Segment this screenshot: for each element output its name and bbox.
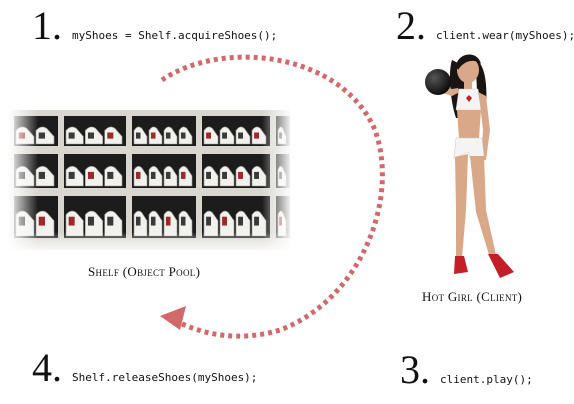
cycle-arrow-head bbox=[160, 306, 186, 330]
step-2-code: client.wear(myShoes); bbox=[436, 29, 574, 42]
bowling-shoe-stripe bbox=[238, 216, 243, 226]
step-3-code: client.play(); bbox=[440, 373, 533, 386]
step-3: 3. client.play(); bbox=[400, 350, 533, 390]
bowling-shoe-stripe bbox=[206, 132, 211, 139]
bowling-shoe-stripe bbox=[254, 216, 259, 226]
bowling-shoe-stripe bbox=[107, 171, 114, 179]
bowling-shoe-stripe bbox=[165, 132, 171, 139]
step-1-number: 1. bbox=[32, 3, 62, 48]
bowling-shoe-stripe bbox=[165, 171, 171, 179]
step-1-code: myShoes = Shelf.acquireShoes(); bbox=[72, 29, 278, 42]
cycle-arrow bbox=[160, 54, 385, 339]
client-caption: Hot Girl (Client) bbox=[422, 289, 523, 304]
bowling-shoe-stripe bbox=[38, 171, 45, 179]
step-3-number: 3. bbox=[400, 347, 430, 392]
bowling-shoe-stripe bbox=[254, 132, 259, 139]
bowling-shoe-stripe bbox=[135, 132, 141, 139]
bowling-shoe-stripe bbox=[68, 171, 75, 179]
bowling-shoe-stripe bbox=[222, 171, 227, 179]
step-4-code: Shelf.releaseShoes(myShoes); bbox=[72, 371, 258, 384]
bowling-shoe bbox=[104, 166, 123, 187]
bowling-shoe-stripe bbox=[180, 132, 186, 139]
bowling-shoe-stripe bbox=[38, 132, 45, 139]
bowling-shoe-stripe bbox=[222, 216, 227, 226]
step-2-number: 2. bbox=[396, 3, 426, 48]
bowling-shoe-stripe bbox=[87, 171, 94, 179]
bowling-shoe bbox=[85, 166, 103, 187]
bowling-shoe-stripe bbox=[206, 216, 211, 226]
bowling-shoe-stripe bbox=[107, 216, 114, 226]
bowling-shoe-stripe bbox=[68, 132, 75, 139]
bowling-shoe-stripe bbox=[254, 171, 259, 179]
bowling-shoe-stripe bbox=[238, 171, 243, 179]
bowling-shoe-stripe bbox=[135, 171, 141, 179]
bowling-shoe-stripe bbox=[150, 216, 156, 226]
bowling-shoe-stripe bbox=[107, 132, 114, 139]
step-4-number: 4. bbox=[32, 345, 62, 390]
bowling-shoe-stripe bbox=[180, 171, 186, 179]
step-2: 2. client.wear(myShoes); bbox=[396, 6, 574, 46]
bowling-shoe bbox=[85, 126, 103, 145]
bowling-shoe-stripe bbox=[135, 216, 141, 226]
bowling-shoe bbox=[104, 126, 123, 145]
shoe-shelf-image bbox=[8, 108, 292, 254]
bowling-shoe-stripe bbox=[68, 216, 75, 226]
shelf-caption: Shelf (Object Pool) bbox=[88, 264, 201, 279]
bowling-shoe-stripe bbox=[206, 171, 211, 179]
bowling-shoe-stripe bbox=[222, 132, 227, 139]
bowling-shoe-stripe bbox=[150, 171, 156, 179]
bowling-shoe-stripe bbox=[180, 216, 186, 226]
step-4: 4. Shelf.releaseShoes(myShoes); bbox=[32, 348, 257, 388]
bowling-shoe-stripe bbox=[150, 132, 156, 139]
step-1: 1. myShoes = Shelf.acquireShoes(); bbox=[32, 6, 277, 46]
bowling-shoe-stripe bbox=[87, 132, 94, 139]
bowling-shoe-stripe bbox=[87, 216, 94, 226]
cycle-arrow-path bbox=[160, 54, 385, 339]
bowling-shoe-stripe bbox=[165, 216, 171, 226]
client-figure-image bbox=[425, 54, 514, 278]
bowling-shoe-stripe bbox=[238, 132, 243, 139]
bowling-shoe-stripe bbox=[38, 216, 45, 226]
